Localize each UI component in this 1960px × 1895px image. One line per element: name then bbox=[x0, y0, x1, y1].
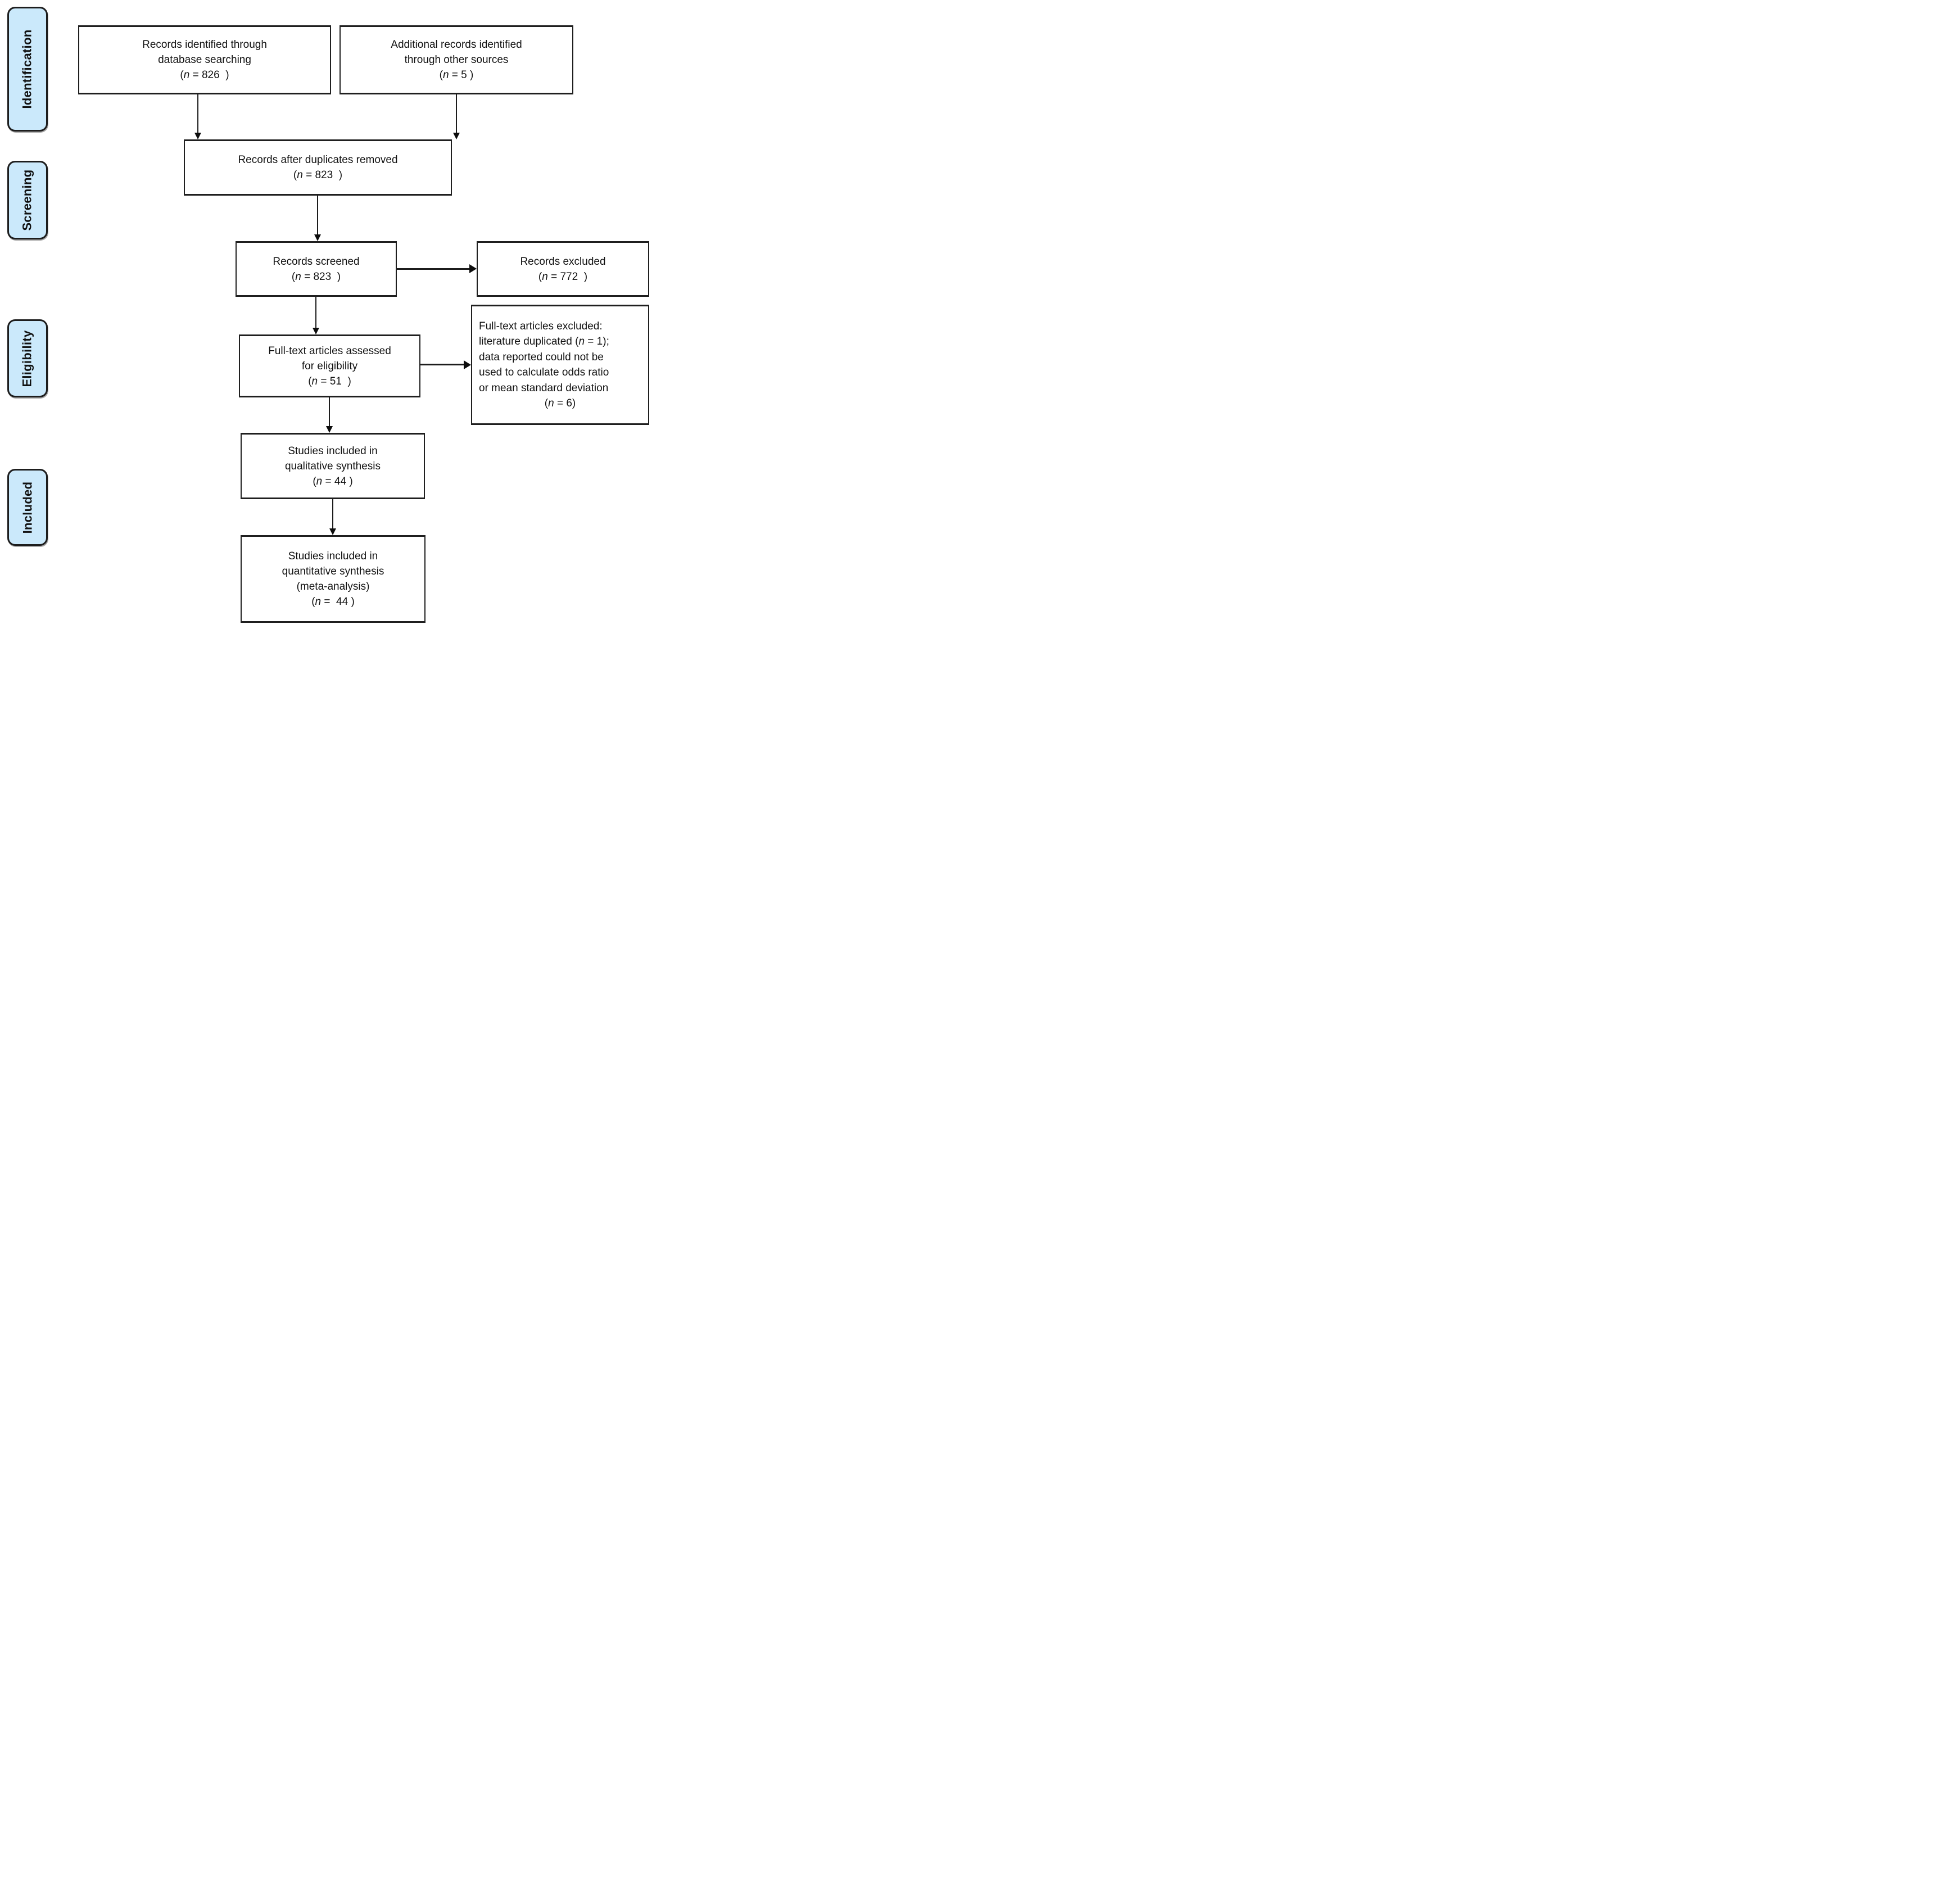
box-text-line: database searching bbox=[158, 54, 251, 66]
phase-tab-eligibility: Eligibility bbox=[7, 319, 48, 397]
box-records-after-duplicates: Records after duplicates removed (n = 82… bbox=[184, 139, 452, 196]
box-count-line: (n = 823 ) bbox=[291, 270, 341, 283]
prisma-flow-diagram: Identification Screening Eligibility Inc… bbox=[0, 0, 653, 632]
box-qualitative-synthesis: Studies included in qualitative synthesi… bbox=[241, 433, 425, 499]
box-count-line: (n = 823 ) bbox=[293, 169, 343, 181]
box-records-excluded: Records excluded (n = 772 ) bbox=[477, 241, 649, 297]
box-text-line: Records screened bbox=[273, 255, 360, 268]
box-fulltext-assessed: Full-text articles assessed for eligibil… bbox=[239, 334, 420, 397]
box-records-identified: Records identified through database sear… bbox=[78, 25, 331, 94]
phase-label: Screening bbox=[20, 169, 35, 231]
box-text-line: literature duplicated (n = 1); bbox=[479, 336, 609, 347]
arrow-fulltext-to-qualitative-head bbox=[326, 426, 333, 433]
box-text-line: Records after duplicates removed bbox=[238, 154, 398, 166]
box-count-line: (n = 51 ) bbox=[308, 375, 351, 387]
box-text-line: Records identified through bbox=[142, 39, 267, 51]
box-count-line: (n = 6) bbox=[544, 397, 576, 409]
phase-label: Included bbox=[20, 481, 35, 533]
box-text-line: Full-text articles excluded: bbox=[479, 320, 603, 332]
box-count-line: (n = 5 ) bbox=[439, 69, 474, 81]
box-text-line: Additional records identified bbox=[391, 39, 522, 51]
box-text-line: through other sources bbox=[404, 54, 509, 66]
arrow-screened-to-fulltext-head bbox=[313, 328, 319, 334]
arrow-screened-to-excluded-line bbox=[397, 268, 469, 270]
arrow-additional-to-dedup-line bbox=[456, 94, 457, 133]
phase-label: Eligibility bbox=[20, 329, 34, 387]
phase-tab-identification: Identification bbox=[7, 7, 48, 132]
box-text-line: Studies included in bbox=[288, 550, 378, 562]
phase-label: Identification bbox=[20, 29, 34, 109]
arrow-qualitative-to-quantitative-line bbox=[332, 499, 333, 528]
arrow-screened-to-fulltext-line bbox=[315, 297, 316, 328]
arrow-identified-to-dedup-line bbox=[197, 94, 198, 133]
arrow-dedup-to-screened-line bbox=[317, 196, 318, 234]
box-text-line: quantitative synthesis bbox=[282, 566, 384, 577]
box-quantitative-synthesis: Studies included in quantitative synthes… bbox=[241, 535, 426, 623]
box-text-line: used to calculate odds ratio bbox=[479, 367, 609, 378]
phase-tab-screening: Screening bbox=[7, 161, 48, 239]
arrow-additional-to-dedup-head bbox=[453, 133, 460, 139]
arrow-dedup-to-screened-head bbox=[314, 234, 321, 241]
box-count-line: (n = 44 ) bbox=[311, 596, 355, 608]
arrow-fulltext-to-fulltext-excluded-line bbox=[420, 364, 464, 365]
arrow-identified-to-dedup-head bbox=[194, 133, 201, 139]
box-text-line: for eligibility bbox=[301, 360, 358, 372]
box-text-line: (meta-analysis) bbox=[296, 581, 370, 593]
arrow-fulltext-to-qualitative-line bbox=[329, 397, 330, 426]
box-count-line: (n = 826 ) bbox=[180, 69, 229, 81]
box-text-line: or mean standard deviation bbox=[479, 382, 609, 394]
box-additional-records: Additional records identified through ot… bbox=[340, 25, 573, 94]
box-text-line: Studies included in bbox=[288, 445, 378, 457]
box-count-line: (n = 772 ) bbox=[538, 270, 588, 283]
arrow-fulltext-to-fulltext-excluded-head bbox=[464, 360, 471, 369]
box-text-line: Records excluded bbox=[520, 255, 606, 268]
box-text-line: data reported could not be bbox=[479, 351, 604, 363]
box-count-line: (n = 44 ) bbox=[313, 475, 353, 487]
arrow-qualitative-to-quantitative-head bbox=[329, 528, 336, 535]
box-text-line: Full-text articles assessed bbox=[268, 345, 391, 357]
box-fulltext-excluded: Full-text articles excluded: literature … bbox=[471, 305, 649, 425]
phase-tab-included: Included bbox=[7, 469, 48, 546]
box-records-screened: Records screened (n = 823 ) bbox=[236, 241, 397, 297]
box-text-line: qualitative synthesis bbox=[284, 460, 381, 472]
arrow-screened-to-excluded-head bbox=[469, 264, 477, 273]
